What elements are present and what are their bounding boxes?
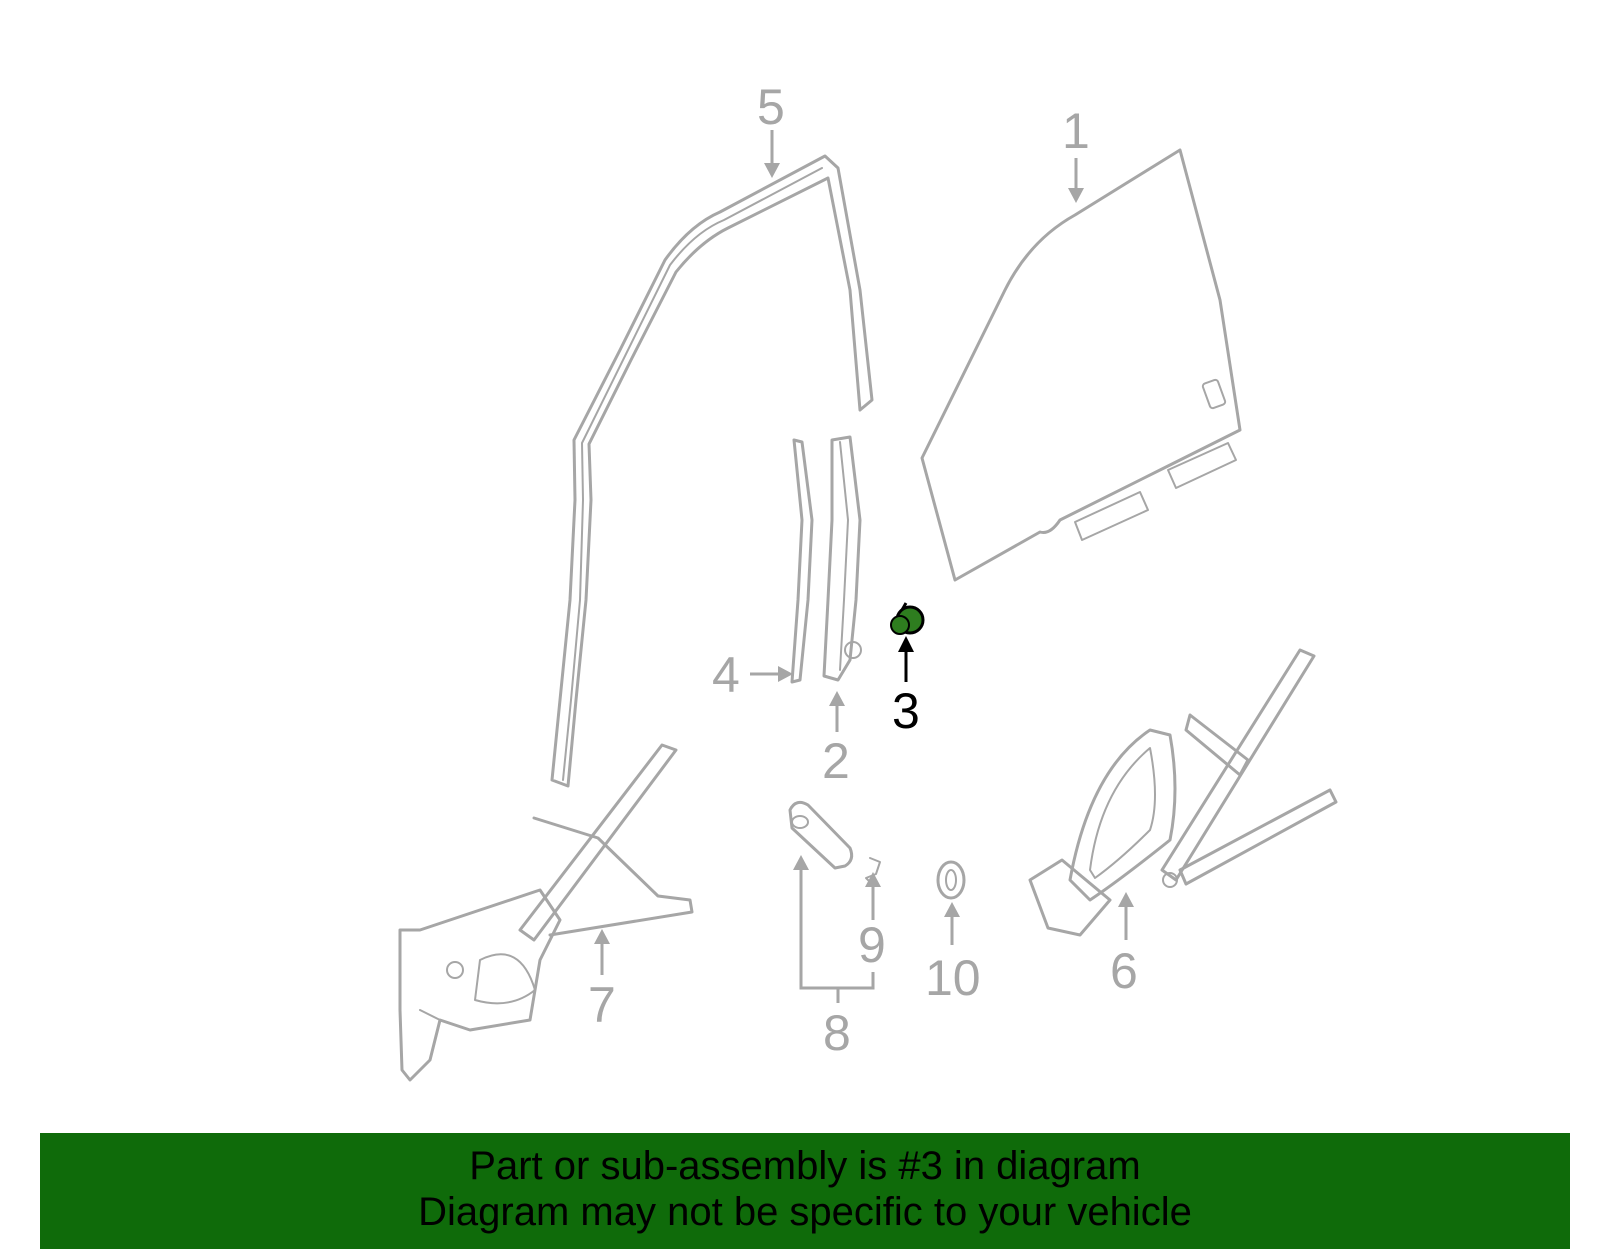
callout-4: 4 xyxy=(712,647,740,703)
banner-line-disclaimer: Diagram may not be specific to your vehi… xyxy=(418,1190,1192,1234)
part-2-run-channel xyxy=(822,435,862,682)
part-7-regulator-motor xyxy=(398,743,694,1082)
part-6-regulator xyxy=(1028,648,1338,937)
callout-5: 5 xyxy=(757,79,785,135)
callout-1: 1 xyxy=(1062,103,1090,159)
part-3-clip xyxy=(890,602,925,635)
callout-6: 6 xyxy=(1110,943,1138,999)
part-8-guide xyxy=(788,800,854,870)
part-4-channel-strip xyxy=(790,438,814,684)
part-10-grommet xyxy=(936,860,966,900)
callout-9: 9 xyxy=(858,917,886,973)
callout-7: 7 xyxy=(588,977,616,1033)
callout-8: 8 xyxy=(823,1005,851,1061)
banner-line-part-number: Part or sub-assembly is #3 in diagram xyxy=(469,1144,1141,1188)
callout-2: 2 xyxy=(822,733,850,789)
callout-3: 3 xyxy=(892,683,920,739)
callout-10: 10 xyxy=(925,950,981,1006)
info-banner: Part or sub-assembly is #3 in diagram Di… xyxy=(40,1133,1570,1249)
leader-lines xyxy=(594,130,1134,1003)
part-1-door-glass xyxy=(920,148,1242,582)
part-5-weatherstrip xyxy=(550,154,874,788)
part-9-clip xyxy=(865,857,881,885)
